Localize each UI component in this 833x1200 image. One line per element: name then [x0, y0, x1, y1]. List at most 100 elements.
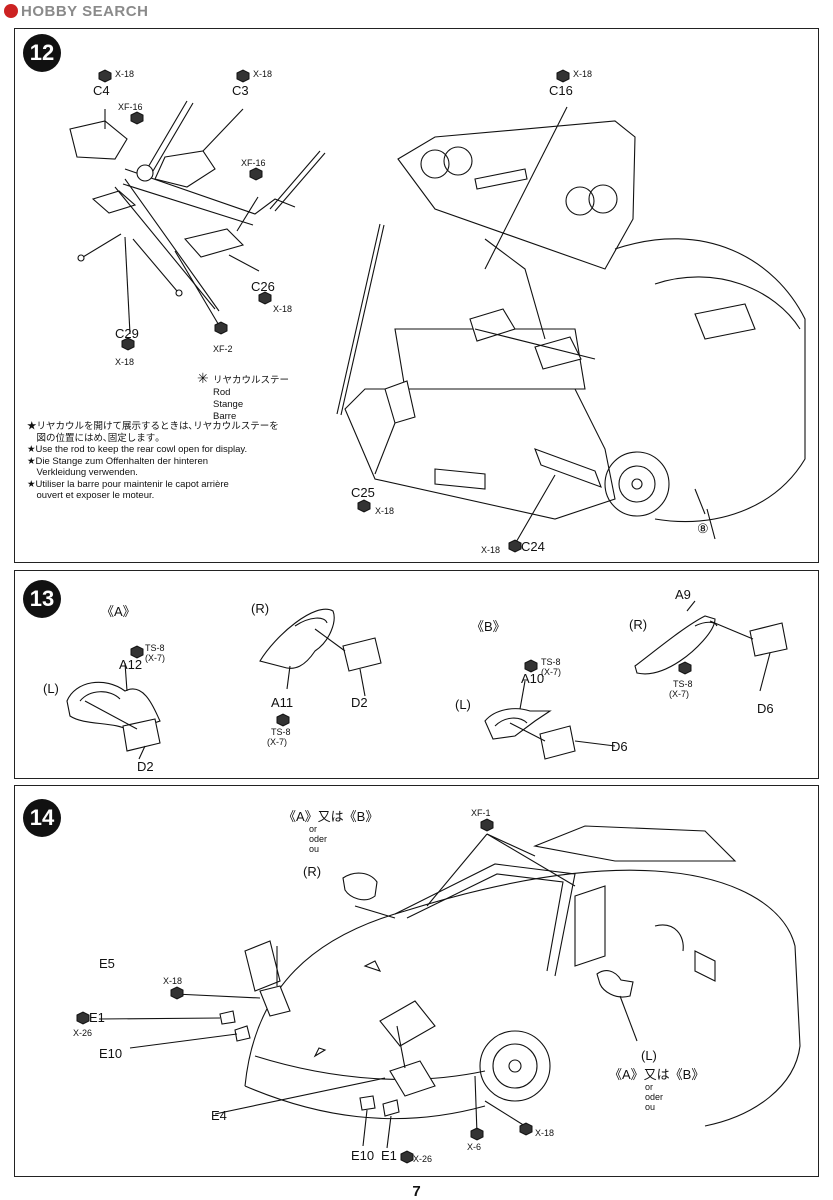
variant-b-title: 《B》: [471, 619, 506, 634]
display-note: ★リヤカウルを開けて展示するときは､リヤカウルステーを 図の位置にはめ､固定しま…: [27, 421, 347, 502]
variant-ab-bottom: 《A》又は《B》: [609, 1067, 705, 1082]
mirror-a-left: [66, 662, 161, 760]
part-d6-label-b: D6: [757, 701, 774, 716]
c24-screw-label: X-18: [481, 545, 501, 555]
leader-lines-14: [98, 833, 638, 1149]
xf16-paint-label-b: XF-16: [241, 158, 266, 168]
part-e4-label: E4: [211, 1108, 227, 1123]
c16-screw-label: X-18: [573, 69, 593, 79]
part-e1-label-a: E1: [89, 1010, 105, 1025]
step-12-panel: 12: [14, 28, 819, 563]
c26-screw-label: X-18: [273, 304, 293, 314]
site-logo[interactable]: HOBBY SEARCH: [4, 3, 148, 20]
part-e10-label-a: E10: [99, 1046, 123, 1061]
side-r-label-2: (R): [629, 617, 648, 632]
car-front-body: [219, 825, 801, 1127]
or-top: or: [309, 824, 318, 834]
c25-screw-label: X-18: [375, 506, 395, 516]
rear-cowl-rod: [336, 223, 385, 416]
rod-label-de: Stange: [213, 399, 244, 410]
ou-bottom: ou: [645, 1102, 656, 1112]
part-a11-label: A11: [271, 695, 294, 710]
side-l-label-1: (L): [43, 681, 59, 696]
oder-top: oder: [309, 834, 328, 844]
rod-label-fr: Barre: [213, 411, 237, 422]
paint-icons-14: [76, 818, 533, 1164]
part-c29-label: C29: [115, 326, 139, 341]
note-line-7: ouvert et exposer le moteur.: [27, 490, 155, 501]
step-number-13: 13: [23, 580, 61, 618]
paint-icons-13: [130, 645, 692, 727]
note-line-2: 図の位置にはめ､固定します｡: [27, 432, 161, 444]
logo-mark-icon: [4, 4, 18, 18]
leader-lines-12: [104, 106, 568, 545]
side-r-label-1: (R): [251, 601, 270, 616]
variant-ab-top: 《A》又は《B》: [283, 809, 379, 824]
part-a12-label: A12: [119, 657, 143, 672]
or-bottom: or: [645, 1082, 654, 1092]
side-l-label-2: (L): [455, 697, 471, 712]
a12-paint-2: (X-7): [145, 653, 165, 663]
rod-label-en: Rod: [213, 387, 231, 398]
x26-label-b: X-26: [413, 1154, 433, 1164]
x18-label-b: X-18: [535, 1128, 555, 1138]
a11-paint-2: (X-7): [267, 737, 287, 747]
rod-label-jp: リヤカウルステー: [213, 375, 290, 386]
part-d2-label-b: D2: [351, 695, 368, 710]
a10-paint-1: TS-8: [541, 657, 561, 667]
note-line-5: Verkleidung verwenden.: [27, 467, 138, 478]
part-c26-label: C26: [251, 279, 275, 294]
a9-paint-2: (X-7): [669, 689, 689, 699]
car-rear-with-open-cowl: [344, 120, 806, 540]
mirror-b-right: [634, 600, 788, 692]
logo-text: HOBBY SEARCH: [21, 3, 149, 20]
c29-screw-label: X-18: [115, 357, 135, 367]
part-c4-label: C4: [93, 83, 110, 98]
xf1-paint-label: XF-1: [471, 808, 491, 818]
header-bar: HOBBY SEARCH: [0, 0, 833, 26]
part-e10-label-b: E10: [351, 1148, 375, 1163]
mirror-a-right: [259, 608, 382, 697]
rear-frame-subassembly: [69, 100, 326, 312]
screw-icons-12: [98, 69, 570, 553]
ou-top: ou: [309, 844, 320, 854]
part-c3-label: C3: [232, 83, 249, 98]
part-a9-label: A9: [675, 587, 691, 602]
step-13-panel: 13: [14, 570, 819, 779]
step-number-12: 12: [23, 34, 61, 72]
c4-screw-label: X-18: [115, 69, 135, 79]
oder-bottom: oder: [645, 1092, 664, 1102]
x6-label: X-6: [467, 1142, 482, 1152]
part-c24-label: C24: [521, 539, 545, 554]
note-line-3: ★Use the rod to keep the rear cowl open …: [27, 444, 248, 455]
step-12-illustration: [69, 69, 806, 553]
x18-label-a: X-18: [163, 976, 183, 986]
step-14-illustration: [76, 818, 801, 1164]
side-l-label: (L): [641, 1048, 657, 1063]
mirror-b-left: [484, 680, 616, 760]
step-13-illustration: [66, 600, 788, 760]
part-e1-label-b: E1: [381, 1148, 397, 1163]
xf2-paint-label: XF-2: [213, 344, 233, 354]
a11-paint-1: TS-8: [271, 727, 291, 737]
xf16-paint-label-a: XF-16: [118, 102, 143, 112]
note-line-4: ★Die Stange zum Offenhalten der hinteren: [27, 455, 209, 467]
a9-paint-1: TS-8: [673, 679, 693, 689]
part-d6-label-a: D6: [611, 739, 628, 754]
part-e5-label: E5: [99, 956, 115, 971]
page-number: 7: [412, 1183, 421, 1200]
a12-paint-1: TS-8: [145, 643, 165, 653]
part-c25-label: C25: [351, 485, 375, 500]
part-d2-label-a: D2: [137, 759, 154, 774]
step-ref-8: ⑧: [697, 521, 709, 536]
c3-screw-label: X-18: [253, 69, 273, 79]
note-line-1: ★リヤカウルを開けて展示するときは､リヤカウルステーを: [27, 421, 279, 432]
rod-asterisk-icon: ✳: [197, 371, 209, 387]
x26-label-a: X-26: [73, 1028, 93, 1038]
variant-a-title: 《A》: [101, 604, 136, 619]
step-number-14: 14: [23, 799, 61, 837]
part-a10-label: A10: [521, 671, 545, 686]
part-c16-label: C16: [549, 83, 573, 98]
step-14-panel: 14: [14, 785, 819, 1177]
note-line-6: ★Utiliser la barre pour maintenir le cap…: [27, 478, 229, 490]
